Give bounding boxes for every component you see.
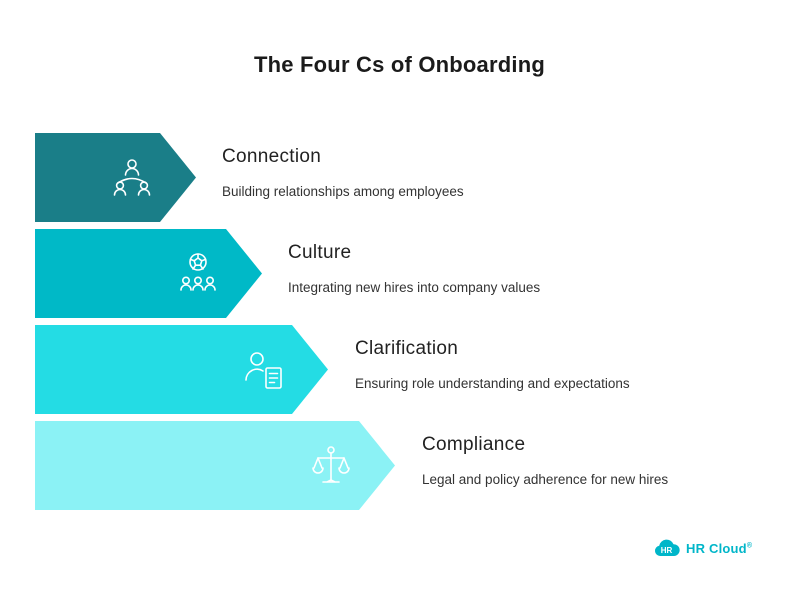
- step-heading: Culture: [288, 242, 352, 263]
- step-description: Building relationships among employees: [222, 184, 464, 199]
- arrow-band-clarification: [35, 325, 328, 414]
- step-heading: Compliance: [422, 434, 526, 455]
- step-description: Integrating new hires into company value…: [288, 280, 541, 295]
- hr-cloud-badge-icon: HR: [653, 538, 681, 558]
- step-description: Legal and policy adherence for new hires: [422, 472, 669, 487]
- globe-people-icon: [174, 250, 222, 298]
- people-network-icon: [108, 154, 156, 202]
- arrow-band-compliance: [35, 421, 395, 510]
- arrow-band-connection: [35, 133, 196, 222]
- page-title: The Four Cs of Onboarding: [254, 52, 545, 77]
- svg-text:HR: HR: [661, 546, 673, 555]
- arrow-band-culture: [35, 229, 262, 318]
- step-description: Ensuring role understanding and expectat…: [355, 376, 630, 391]
- person-checklist-icon: [240, 346, 288, 394]
- hr-cloud-wordmark: HR Cloud®: [686, 540, 753, 556]
- justice-scales-icon: [307, 442, 355, 490]
- step-heading: Connection: [222, 146, 322, 167]
- registered-mark: ®: [746, 542, 753, 550]
- step-heading: Clarification: [355, 338, 459, 359]
- step-text-clarification: Clarification Ensuring role understandin…: [355, 325, 630, 391]
- step-text-culture: Culture Integrating new hires into compa…: [288, 229, 540, 295]
- step-text-compliance: Compliance Legal and policy adherence fo…: [422, 421, 668, 487]
- hr-cloud-logo: HR HR Cloud®: [653, 538, 752, 558]
- step-text-connection: Connection Building relationships among …: [222, 133, 464, 199]
